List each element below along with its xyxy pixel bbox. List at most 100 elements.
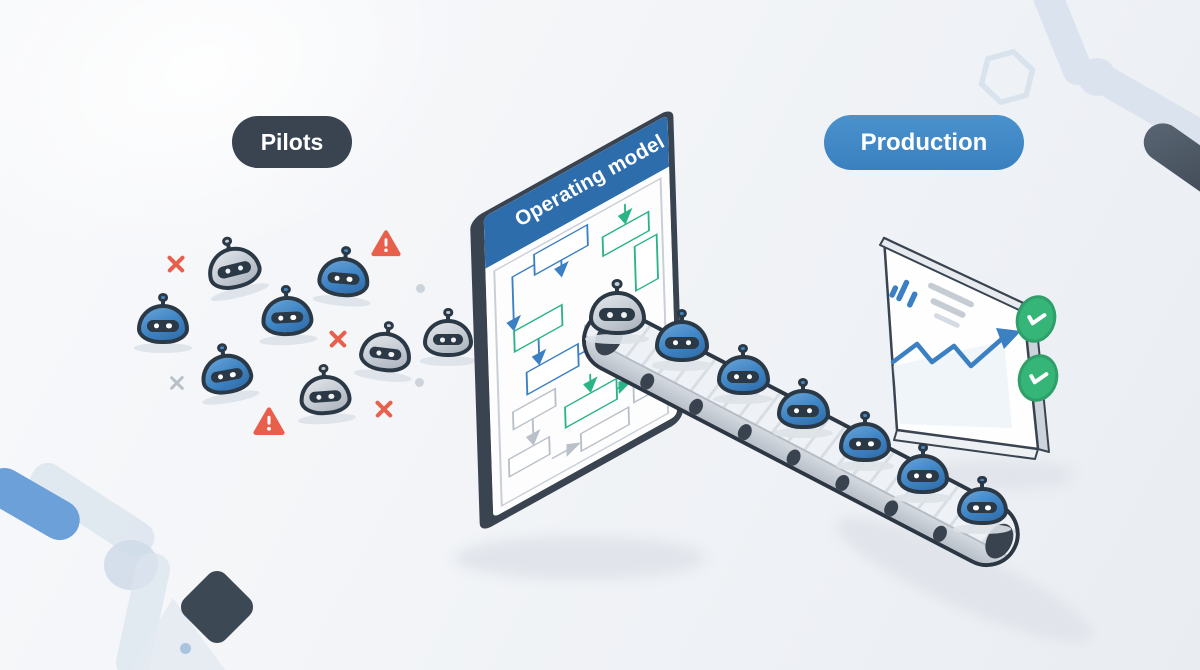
robot-icon — [196, 339, 261, 408]
trend-up-arrow-icon — [890, 328, 1021, 369]
robot-eye — [316, 394, 323, 400]
robot-eye — [229, 371, 237, 378]
warning-icon — [253, 406, 285, 438]
robot-antenna-stem — [220, 349, 226, 356]
robot-antenna — [280, 284, 291, 295]
robot-icon — [297, 362, 357, 426]
robot-eye — [451, 337, 457, 343]
robot-icon — [353, 318, 415, 384]
flow-edge — [531, 338, 547, 366]
flow-node — [601, 210, 650, 258]
robot-antenna-stem — [225, 242, 232, 250]
robot-icon — [259, 284, 318, 347]
robot-antenna — [797, 377, 809, 387]
robot-shadow — [259, 333, 318, 347]
robot-antenna-stem — [385, 327, 391, 334]
check-icon — [1012, 349, 1064, 407]
flow-edge — [582, 373, 598, 393]
production-label: Production — [824, 115, 1024, 170]
robot-eye — [376, 349, 383, 356]
robot-shadow — [209, 279, 271, 305]
robot-antenna-stem — [801, 383, 805, 390]
robot-antenna-stem — [343, 252, 348, 259]
robot-eye — [166, 323, 172, 329]
x-mark-icon — [328, 329, 348, 349]
x-mark-icon — [166, 254, 186, 274]
robot-head — [260, 294, 315, 338]
robot-shadow — [353, 367, 413, 384]
robot-icon — [133, 293, 193, 353]
robot-visor — [271, 311, 304, 325]
floor-shadow — [455, 536, 705, 580]
robot-antenna — [340, 245, 352, 256]
robot-visor — [216, 259, 252, 280]
robot-antenna — [860, 411, 870, 420]
robot-eye — [224, 267, 232, 275]
robot-visor — [210, 367, 244, 385]
robot-visor — [368, 345, 402, 362]
flow-node — [513, 303, 564, 354]
x-mark-icon — [169, 375, 185, 391]
robot-icon — [420, 308, 476, 366]
robot-antenna-stem — [283, 291, 289, 298]
robot-antenna-stem — [863, 417, 867, 424]
robot-eye — [217, 373, 224, 380]
warning-icon — [371, 229, 401, 259]
robot-antenna — [737, 343, 749, 353]
robot-head — [316, 254, 372, 299]
board-canvas — [485, 166, 678, 518]
flow-node — [525, 342, 580, 396]
flow-edge — [551, 442, 582, 460]
robot-antenna-stem — [680, 315, 684, 322]
production-label-text: Production — [860, 128, 988, 156]
check-icon — [1010, 290, 1062, 348]
operating-model-board — [470, 107, 684, 534]
robot-visor — [327, 271, 360, 286]
robot-eye — [388, 351, 395, 358]
flow-node — [533, 223, 589, 277]
robot-eye — [290, 314, 297, 321]
robot-shadow — [201, 387, 261, 408]
monitor-panel — [882, 236, 1040, 451]
flow-edge — [506, 263, 535, 332]
flowchart — [506, 203, 665, 478]
robot-shadow — [133, 342, 193, 353]
robot-icon — [200, 230, 271, 305]
robot-antenna-stem — [741, 349, 745, 356]
robot-antenna-stem — [921, 449, 925, 456]
robot-antenna — [216, 342, 228, 354]
robot-shadow — [312, 293, 372, 309]
robot-head — [137, 304, 189, 344]
robot-head — [297, 373, 353, 417]
robot-shadow — [297, 411, 357, 426]
robot-head — [423, 318, 473, 358]
flow-edge — [617, 203, 633, 225]
robot-shadow — [420, 356, 476, 366]
dot-decor — [180, 643, 191, 654]
x-mark-icon — [374, 399, 394, 419]
dot-decor — [416, 284, 425, 293]
flow-node — [507, 435, 551, 478]
robot-head — [197, 349, 256, 398]
robot-eye — [237, 264, 244, 272]
flow-node — [564, 377, 619, 429]
robot-eye — [278, 315, 284, 321]
bar-chart-icon — [889, 279, 918, 308]
robot-antenna — [443, 308, 453, 317]
robot-antenna-stem — [321, 370, 326, 377]
robot-head — [202, 241, 266, 295]
robot-antenna — [158, 293, 168, 302]
robot-eye — [334, 275, 341, 282]
robot-eye — [328, 393, 335, 400]
flow-edge — [525, 418, 541, 446]
robot-antenna — [383, 320, 395, 331]
robot-antenna — [918, 443, 928, 452]
robot-antenna — [318, 363, 329, 374]
pilots-label-text: Pilots — [260, 128, 324, 155]
robot-antenna-stem — [446, 314, 450, 320]
robot-antenna-stem — [161, 299, 165, 306]
pilots-label: Pilots — [232, 116, 352, 168]
robot-eye — [346, 276, 353, 283]
robot-visor — [147, 319, 179, 332]
